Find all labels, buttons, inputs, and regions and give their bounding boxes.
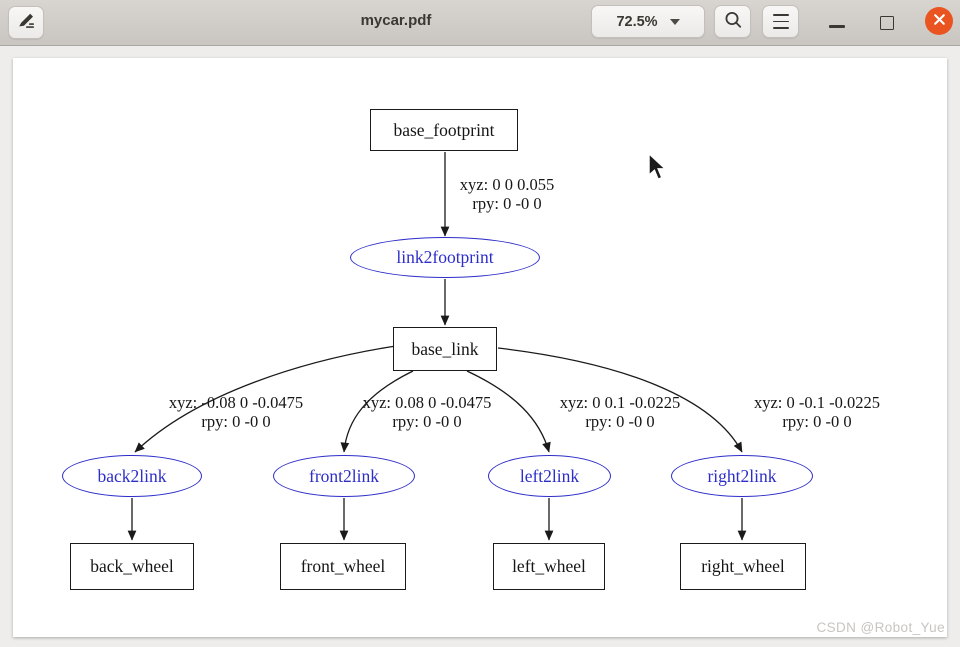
node-base-footprint: base_footprint xyxy=(370,109,518,151)
node-link2footprint: link2footprint xyxy=(350,237,540,278)
edge-label-right: xyz: 0 -0.1 -0.0225 rpy: 0 -0 0 xyxy=(754,393,880,431)
maximize-button[interactable] xyxy=(872,6,902,39)
node-back2link: back2link xyxy=(62,455,202,497)
node-label: base_link xyxy=(411,338,479,359)
edge-label-xyz: xyz: -0.08 0 -0.0475 xyxy=(168,393,304,412)
node-left-wheel: left_wheel xyxy=(493,543,605,590)
zoom-level-dropdown[interactable]: 72.5% xyxy=(591,5,705,38)
node-back-wheel: back_wheel xyxy=(70,543,194,590)
node-label: back_wheel xyxy=(90,556,174,576)
node-right-wheel: right_wheel xyxy=(680,543,806,590)
close-x-icon xyxy=(933,13,946,29)
menu-button[interactable] xyxy=(762,5,799,38)
edge-label-rpy: rpy: 0 -0 0 xyxy=(472,194,542,213)
close-button[interactable] xyxy=(925,7,953,35)
search-button[interactable] xyxy=(714,5,751,38)
node-right2link: right2link xyxy=(671,455,813,497)
edge-label-front: xyz: 0.08 0 -0.0475 rpy: 0 -0 0 xyxy=(363,393,492,431)
node-label: left_wheel xyxy=(512,556,586,576)
hamburger-icon xyxy=(772,14,789,29)
node-label: link2footprint xyxy=(396,247,494,267)
edge-label-back: xyz: -0.08 0 -0.0475 rpy: 0 -0 0 xyxy=(169,393,303,431)
maximize-square-icon xyxy=(880,15,894,30)
edge-label-rpy: rpy: 0 -0 0 xyxy=(201,412,271,431)
node-label: left2link xyxy=(519,465,580,486)
edge-label-xyz: xyz: 0 0 0.055 xyxy=(459,175,555,194)
minimize-button[interactable] xyxy=(822,6,852,39)
edge-label-rpy: rpy: 0 -0 0 xyxy=(782,412,852,431)
node-label: base_footprint xyxy=(393,119,495,140)
chevron-down-icon xyxy=(669,18,680,25)
node-label: back2link xyxy=(97,465,167,486)
edge-label-xyz: xyz: 0 0.1 -0.0225 xyxy=(559,393,681,412)
node-front-wheel: front_wheel xyxy=(280,543,406,590)
edge-label-left: xyz: 0 0.1 -0.0225 rpy: 0 -0 0 xyxy=(560,393,681,431)
edge-label-rpy: rpy: 0 -0 0 xyxy=(585,412,655,431)
node-base-link: base_link xyxy=(393,327,497,371)
header-bar: mycar.pdf 72.5% xyxy=(0,0,960,46)
node-label: front_wheel xyxy=(300,556,386,576)
window-title: mycar.pdf xyxy=(360,12,432,29)
edge-label-xyz: xyz: 0.08 0 -0.0475 xyxy=(362,393,492,412)
edge-label-rpy: rpy: 0 -0 0 xyxy=(392,412,462,431)
node-label: front2link xyxy=(309,465,379,486)
node-label: right_wheel xyxy=(701,556,785,576)
annotate-button[interactable] xyxy=(8,6,44,39)
node-front2link: front2link xyxy=(273,455,415,497)
zoom-level-value: 72.5% xyxy=(616,13,658,30)
node-label: right2link xyxy=(707,465,777,486)
magnifier-icon xyxy=(722,9,744,34)
edge-label-xyz: xyz: 0 -0.1 -0.0225 xyxy=(753,393,881,412)
pencil-icon xyxy=(15,10,37,35)
node-left2link: left2link xyxy=(488,455,611,497)
minimize-dash-icon xyxy=(829,25,845,28)
watermark: CSDN @Robot_Yue xyxy=(816,620,945,635)
edge-label-footprint: xyz: 0 0 0.055 rpy: 0 -0 0 xyxy=(460,175,554,213)
